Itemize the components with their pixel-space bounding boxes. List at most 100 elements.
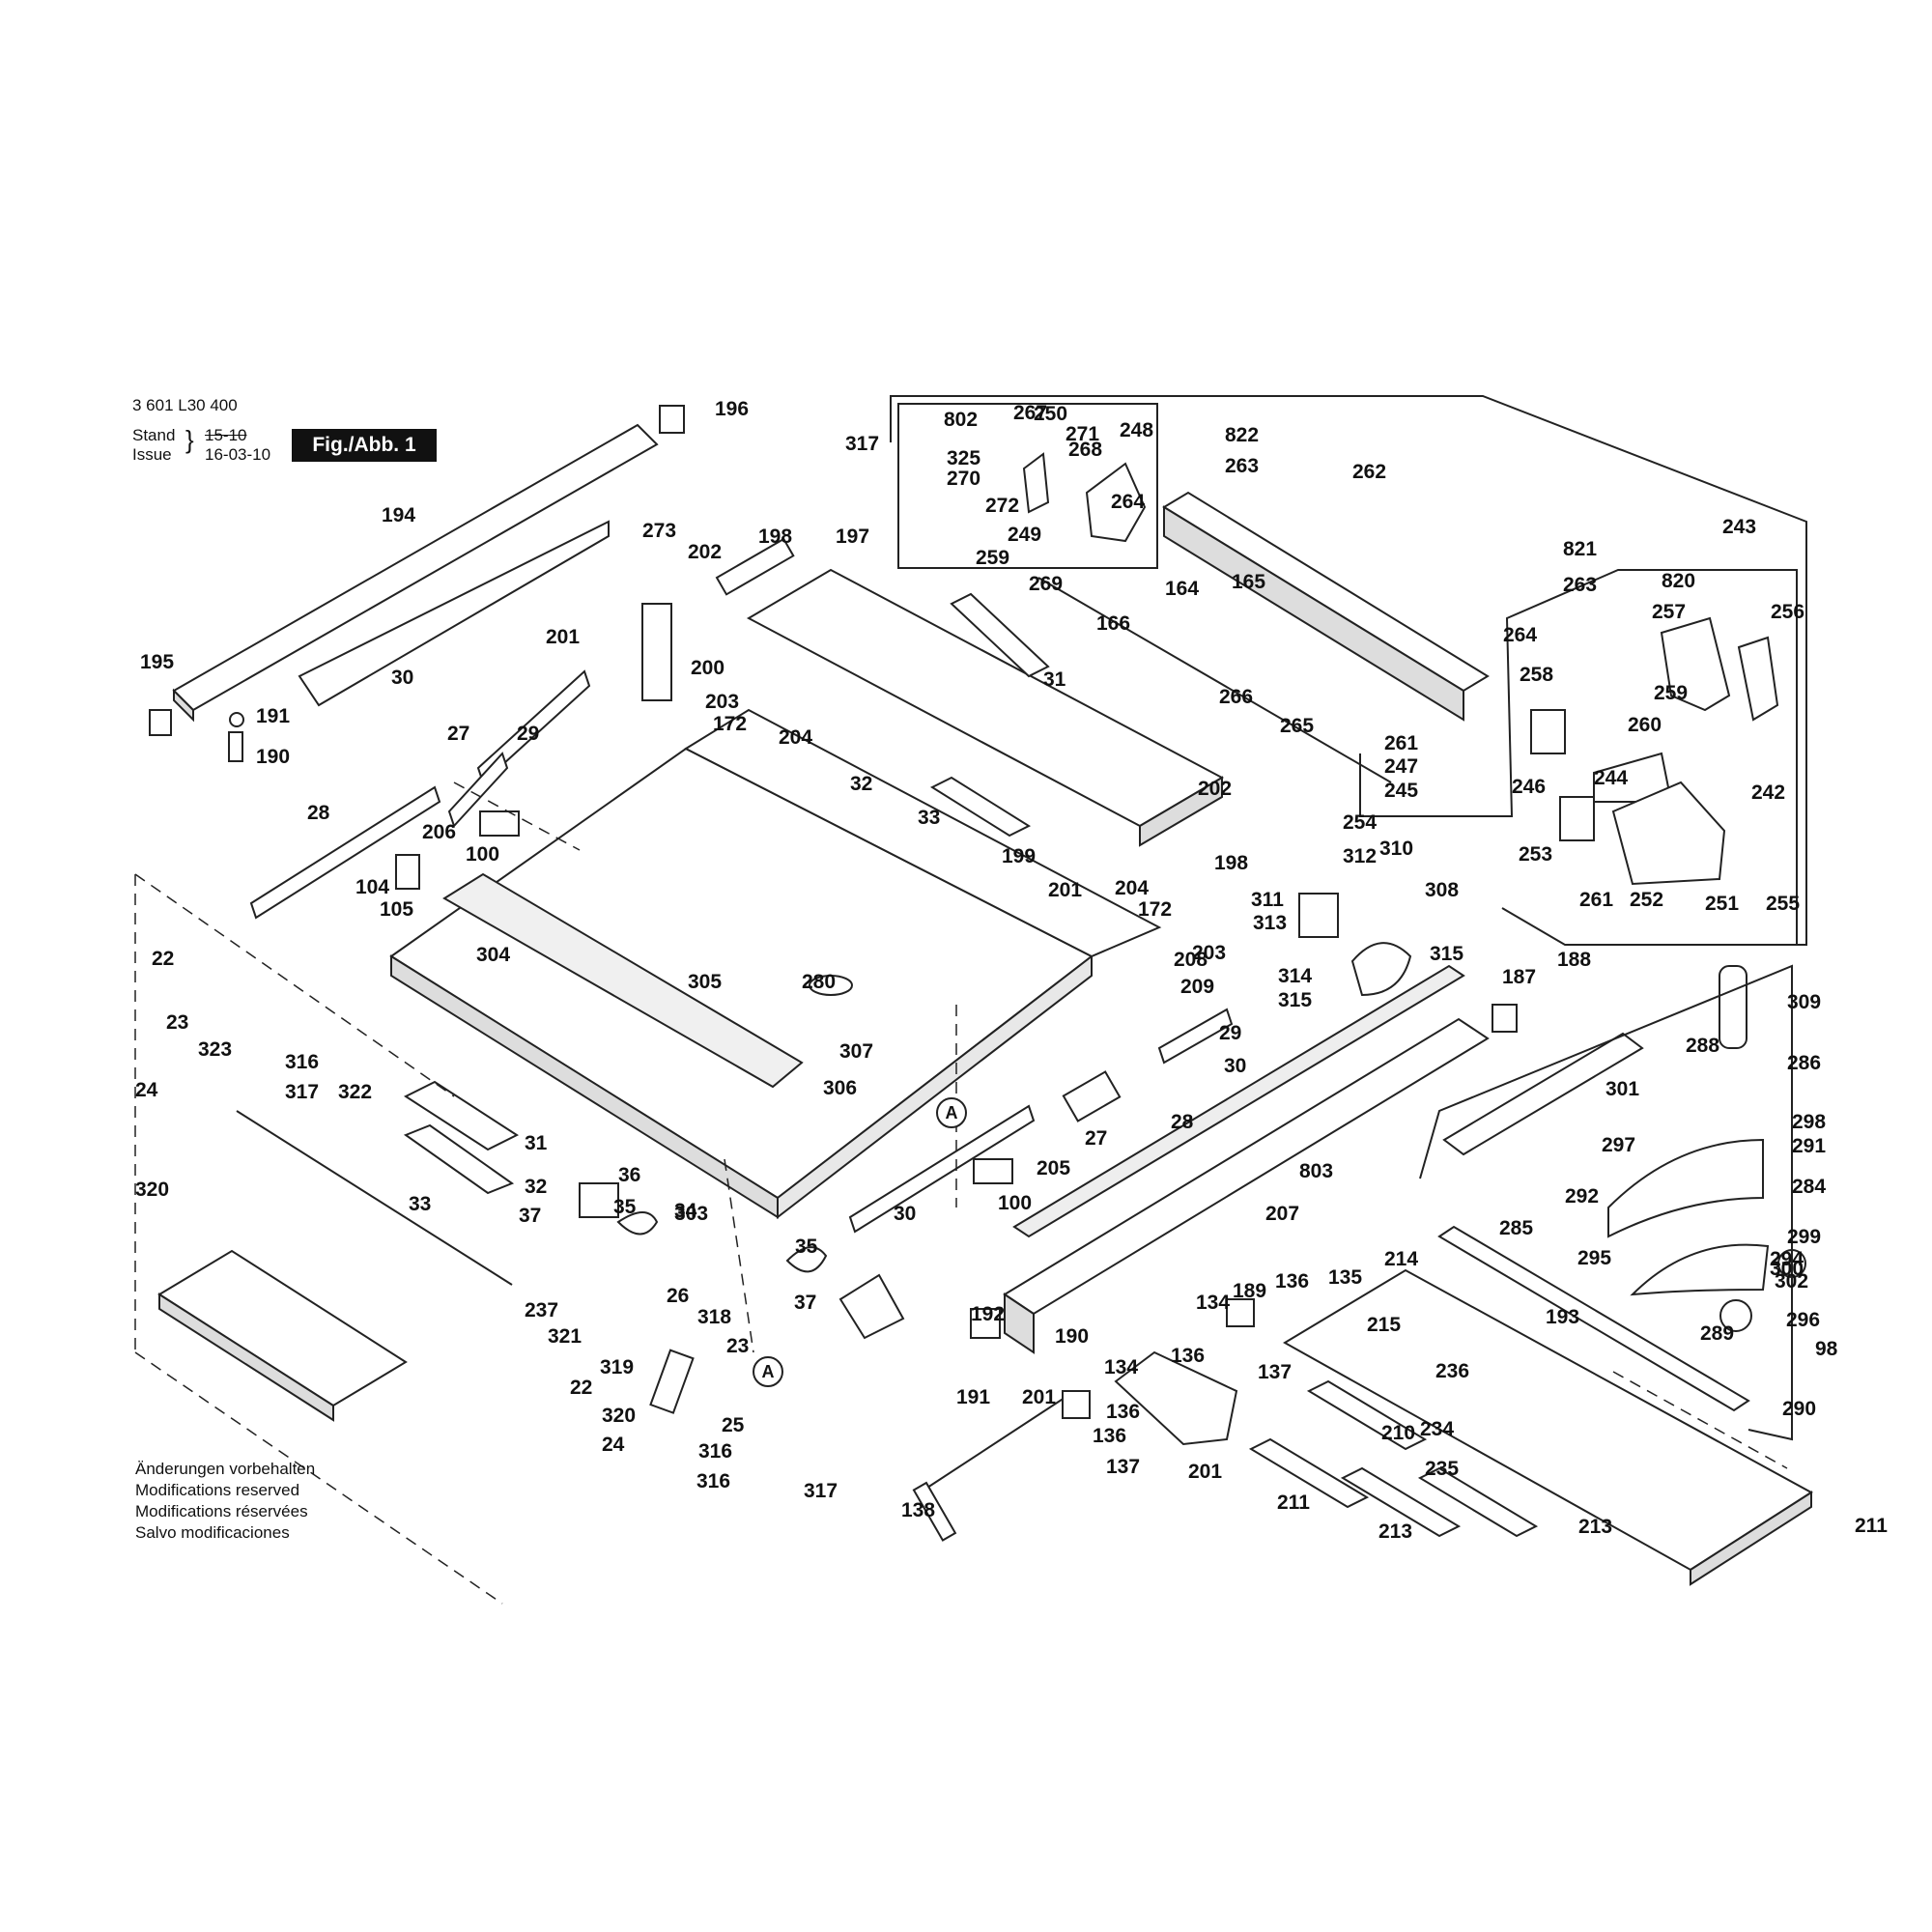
guard-253 [1611,781,1726,886]
part-callout-32: 32 [850,773,872,795]
note-line: Änderungen vorbehalten [135,1460,316,1478]
washer-191 [229,712,244,727]
part-callout-305: 305 [688,971,722,993]
box-820 [1359,569,1798,945]
part-callout-166: 166 [1096,612,1130,635]
part-callout-199: 199 [1002,845,1036,867]
part-callout-285: 285 [1499,1217,1533,1239]
reference-marker-label: A [762,1362,775,1381]
part-callout-211: 211 [1855,1515,1888,1537]
reference-marker-label: A [946,1103,958,1122]
part-callout-822: 822 [1225,424,1259,446]
part-callout-308: 308 [1425,879,1459,901]
note-line: Modifications reserved [135,1481,300,1499]
part-callout-255: 255 [1766,893,1800,915]
part-callout-320: 320 [602,1405,636,1427]
part-callout-33: 33 [918,807,940,829]
part-callout-136: 136 [1171,1345,1205,1367]
stand-value: 15-10 [205,426,247,444]
housing-268 [1085,462,1147,543]
protractor-294 [1630,1243,1770,1296]
part-callout-236: 236 [1435,1360,1469,1382]
block-134a [1226,1298,1255,1327]
part-callout-31: 31 [1043,668,1066,691]
bracket-308 [1298,893,1339,938]
part-callout-316: 316 [696,1470,730,1492]
reference-marker-a-2 [753,1356,783,1387]
crank-135 [926,1395,1068,1489]
end-cap-195 [149,709,172,736]
part-callout-193: 193 [1546,1306,1579,1328]
part-callout-269: 269 [1029,573,1063,595]
stand-label: Stand [132,426,176,444]
part-callout-242: 242 [1751,781,1785,804]
part-callout-190: 190 [1055,1325,1089,1348]
part-callout-134: 134 [1104,1356,1138,1378]
handle-286 [1719,965,1747,1049]
part-callout-316: 316 [698,1440,732,1463]
part-callout-29: 29 [517,723,539,745]
part-callout-204: 204 [1115,877,1149,899]
rail-28b [848,1104,1036,1234]
bracket-200 [641,603,672,701]
part-callout-263: 263 [1225,455,1259,477]
part-callout-100: 100 [998,1192,1032,1214]
fence-262-front [1163,505,1464,722]
part-callout-190: 190 [256,746,290,768]
rail-28a [249,785,441,920]
part-callout-215: 215 [1367,1314,1401,1336]
part-callout-28: 28 [1171,1111,1194,1133]
lever-35b [785,1246,828,1273]
part-callout-309: 309 [1787,991,1821,1013]
part-callout-32: 32 [525,1176,547,1198]
part-callout-203: 203 [705,691,739,713]
part-callout-136: 136 [1093,1425,1126,1447]
part-callout-211: 211 [1277,1492,1310,1514]
wheel-309 [1350,942,1412,997]
bolt-190 [228,731,243,762]
part-callout-307: 307 [839,1040,873,1063]
part-callout-237: 237 [525,1299,558,1321]
part-callout-313: 313 [1253,912,1287,934]
fence-rail-194-face [173,688,194,723]
part-callout-802: 802 [944,409,978,431]
box-822 [897,403,1158,569]
handle-31b [403,1080,520,1151]
part-callout-290: 290 [1782,1398,1816,1420]
part-callout-301: 301 [1605,1078,1639,1100]
part-callout-192: 192 [971,1303,1005,1325]
note-line: Salvo modificaciones [135,1523,290,1542]
part-callout-288: 288 [1686,1035,1719,1057]
rail-187-front [1004,1293,1035,1354]
part-callout-201: 201 [1022,1386,1056,1408]
part-callout-317: 317 [804,1480,838,1502]
part-callout-323: 323 [198,1038,232,1061]
part-callout-201: 201 [1188,1461,1222,1483]
part-callout-104: 104 [355,876,389,898]
bracket-104 [395,854,420,890]
part-callout-259: 259 [1654,682,1688,704]
part-callout-264: 264 [1111,491,1145,513]
part-callout-204: 204 [779,726,812,749]
part-callout-31: 31 [525,1132,548,1154]
clip-27a [447,752,509,828]
slider-211a [1306,1379,1428,1451]
part-callout-37: 37 [794,1292,816,1314]
part-callout-34: 34 [674,1200,697,1222]
bracket-261 [1559,796,1595,841]
part-callout-249: 249 [1008,524,1041,546]
part-callout-311: 311 [1251,889,1284,911]
part-callout-198: 198 [758,526,792,548]
part-callout-24: 24 [602,1434,625,1456]
part-callout-201: 201 [546,626,580,648]
insert-280 [809,975,853,996]
part-callout-273: 273 [642,520,676,542]
part-callout-271: 271 [1065,423,1099,445]
part-callout-259: 259 [976,547,1009,569]
part-callout-302: 302 [1775,1270,1808,1293]
part-callout-300: 300 [1770,1258,1804,1280]
extension-table-197-front [1139,776,1223,847]
part-callout-207: 207 [1265,1203,1299,1225]
part-callout-28: 28 [307,802,330,824]
